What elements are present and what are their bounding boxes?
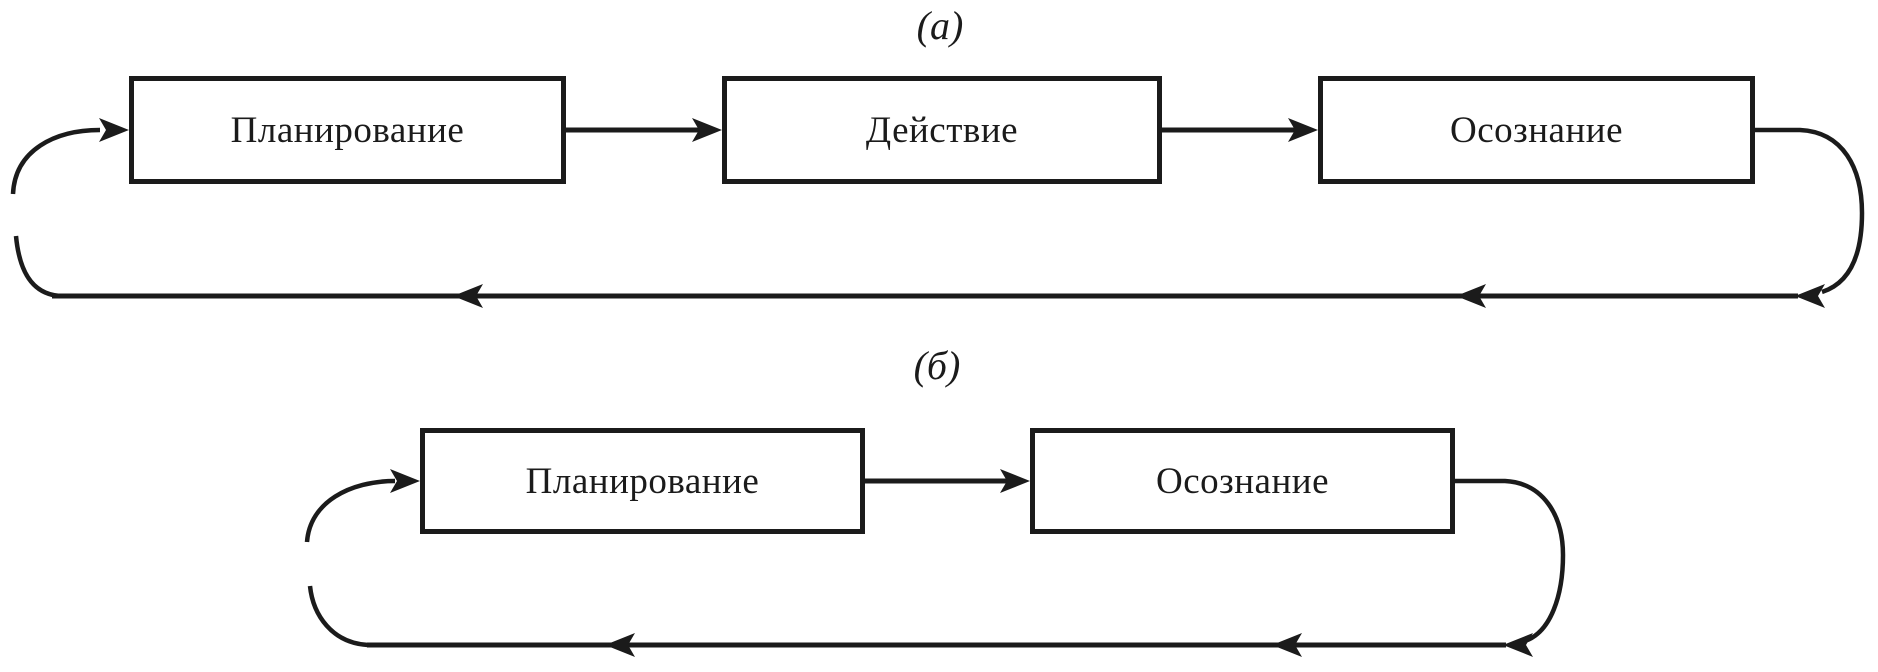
panel-a-feedback-arrowhead-left-icon [1795,284,1825,308]
panel-a-feedback-arrowhead-left-icon [1456,284,1486,308]
panel-a-feedback-arrowhead-left-icon [453,284,483,308]
panel-a-box-action-label: Действие [865,109,1019,151]
panel-a-box-planning: Планирование [129,76,566,184]
panel-b-box-awareness-label: Осознание [1155,460,1329,502]
panel-b-arrowhead-right-icon [1000,469,1030,493]
panel-a-box-awareness: Осознание [1318,76,1755,184]
panel-b-box-planning: Планирование [420,428,865,534]
panel-a-arrowhead-right-icon [1288,118,1318,142]
panel-a-feedback-left-upper-arc [10,127,101,195]
panel-a-arrowhead-right-icon [692,118,722,142]
panel-b-feedback-arrowhead-left-icon [1272,633,1302,657]
panel-b-box-awareness: Осознание [1030,428,1455,534]
panel-a-box-planning-label: Планирование [230,109,465,151]
panel-b-feedback-left-lower-arc [307,585,369,648]
panel-a-label: (а) [916,3,964,48]
panel-a-feedback-right-curve [1755,127,1865,295]
panel-b-feedback-arrowhead-left-icon [605,633,635,657]
panel-a-box-awareness-label: Осознание [1449,109,1623,151]
panel-a-feedback-left-lower-arc [13,235,61,299]
panel-b-entry-arrowhead-right-icon [390,469,420,493]
panel-b-box-planning-label: Планирование [525,460,760,502]
panel-b-label: (б) [913,343,961,388]
panel-a-box-action: Действие [722,76,1162,184]
panel-b-feedback-arrowhead-left-icon [1503,633,1533,657]
panel-b-feedback-left-upper-arc [304,478,396,543]
panel-a-entry-arrowhead-right-icon [99,118,129,142]
panel-b-feedback-right-curve [1455,478,1566,644]
